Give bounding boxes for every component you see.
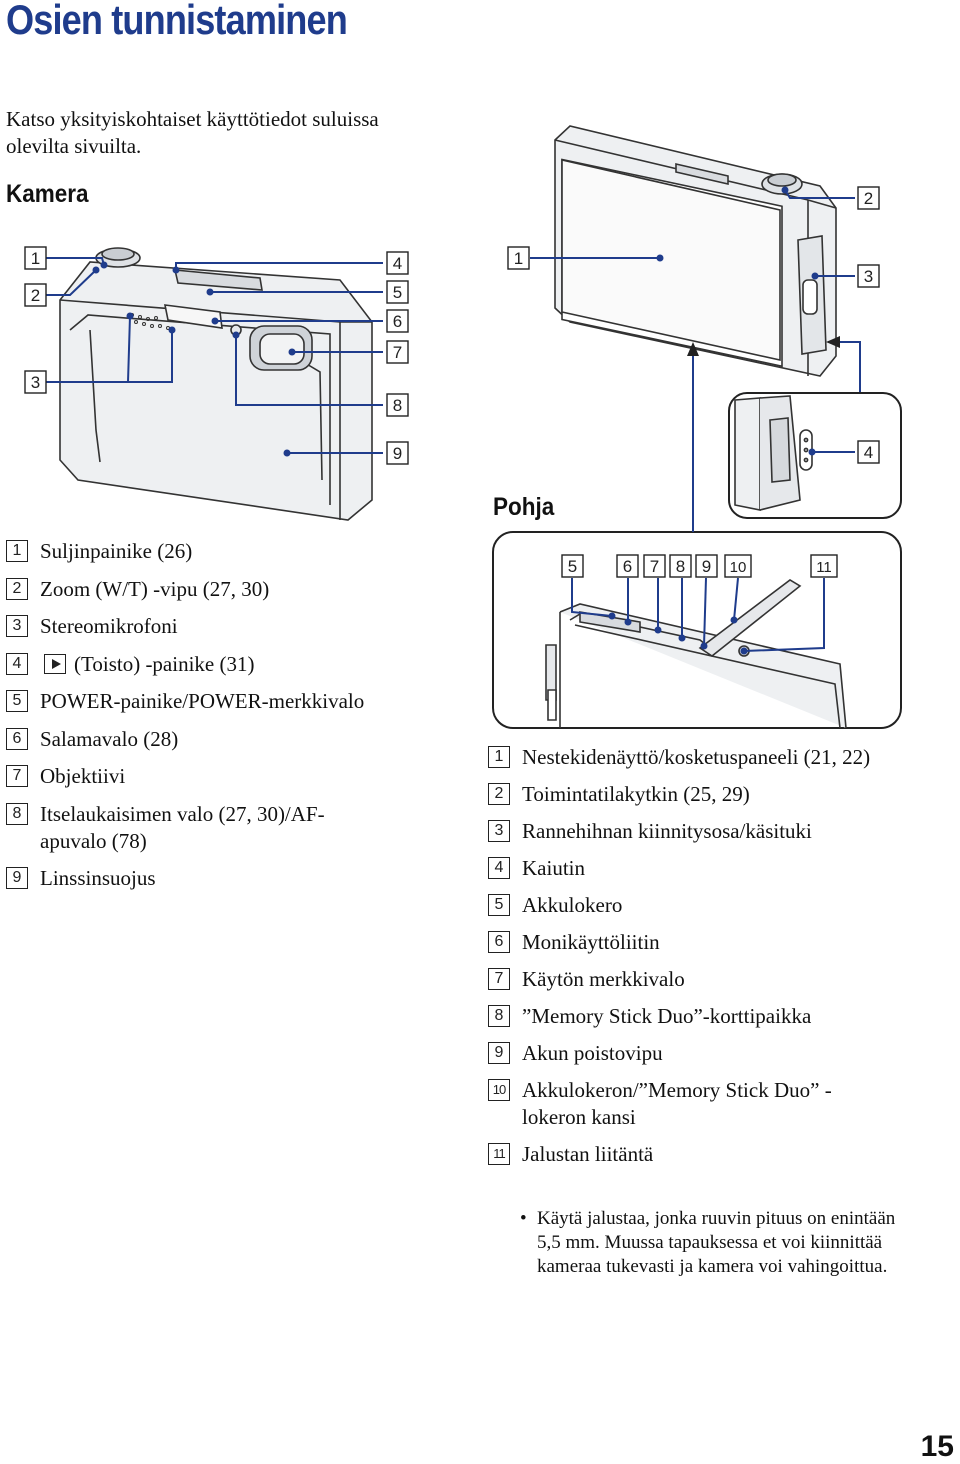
callout-2-front: 2 <box>31 286 40 305</box>
bullet-icon: • <box>520 1208 527 1229</box>
item-text: ”Memory Stick Duo”-korttipaikka <box>522 1004 812 1028</box>
speaker-detail-drawing <box>728 392 902 519</box>
item-number: 7 <box>488 968 510 990</box>
item-text: Nestekidenäyttö/kosketuspaneeli (21, 22) <box>522 745 871 769</box>
item-text: Zoom (W/T) -vipu (27, 30) <box>40 576 270 601</box>
front-parts-list: 1 Suljinpainike (26) 2 Zoom (W/T) -vipu (2… <box>6 538 406 903</box>
item-number: 8 <box>6 802 28 825</box>
list-item: 9 Akun poistovipu <box>488 1040 893 1067</box>
item-text: Jalustan liitäntä <box>522 1142 654 1166</box>
note-text: Käytä jalustaa, jonka ruuvin pituus on e… <box>537 1208 896 1277</box>
item-number: 2 <box>6 577 28 600</box>
item-text: Stereomikrofoni <box>40 614 178 638</box>
item-number: 11 <box>488 1143 510 1165</box>
item-text: (Toisto) -painike (31) <box>74 651 255 676</box>
item-text: Rannehihnan kiinnitysosa/käsituki <box>522 819 812 843</box>
item-number: 3 <box>6 615 28 637</box>
item-number: 1 <box>6 540 28 562</box>
item-text: Itselaukaisimen valo (27, 30)/AF-apuvalo… <box>40 801 325 853</box>
list-item: 7 Objektiivi <box>6 763 406 790</box>
item-number: 10 <box>488 1079 510 1101</box>
tripod-note: • Käytä jalustaa, jonka ruuvin pituus on… <box>520 1207 920 1279</box>
callout-6-back: 6 <box>623 557 632 576</box>
item-text: POWER-painike/POWER-merkkivalo <box>40 689 365 713</box>
item-number: 5 <box>488 894 510 916</box>
list-item: 2 Toimintatilakytkin (25, 29) <box>488 781 893 808</box>
item-text: Kaiutin <box>522 856 585 880</box>
callout-8-back: 8 <box>676 557 685 576</box>
item-text: Suljinpainike (26) <box>40 539 193 563</box>
list-item: 1 Nestekidenäyttö/kosketuspaneeli (21, 22… <box>488 744 893 771</box>
item-text: Akkulokeron/”Memory Stick Duo” -lokeron … <box>522 1078 832 1129</box>
item-text: Objektiivi <box>40 764 126 788</box>
callout-1-front: 1 <box>31 249 40 268</box>
callout-9-front: 9 <box>393 444 402 463</box>
back-camera-drawing <box>554 125 837 377</box>
list-item: 6 Monikäyttöliitin <box>488 929 893 956</box>
callout-11-back: 11 <box>816 559 832 576</box>
item-number: 9 <box>488 1042 510 1064</box>
callout-5-front: 5 <box>393 283 402 302</box>
list-item: 7 Käytön merkkivalo <box>488 966 893 993</box>
callout-8-front: 8 <box>393 396 402 415</box>
item-number: 5 <box>6 690 28 712</box>
list-item: 2 Zoom (W/T) -vipu (27, 30) <box>6 576 406 603</box>
callout-6-front: 6 <box>393 312 402 331</box>
callout-10-back: 10 <box>730 559 747 576</box>
item-number: 1 <box>488 746 510 768</box>
callout-5-back: 5 <box>568 557 577 576</box>
callout-2-back: 2 <box>864 189 873 208</box>
callout-9-back: 9 <box>702 557 711 576</box>
arrow-up-icon <box>687 342 699 356</box>
section-heading-bottom: Pohja <box>493 493 555 521</box>
list-item: 3 Rannehihnan kiinnitysosa/käsituki <box>488 818 893 845</box>
list-item: 10 Akkulokeron/”Memory Stick Duo” -lokero… <box>488 1077 867 1131</box>
item-text: Monikäyttöliitin <box>522 930 660 954</box>
item-text: Toimintatilakytkin (25, 29) <box>522 782 750 806</box>
list-item: 8 ”Memory Stick Duo”-korttipaikka <box>488 1003 893 1030</box>
list-item: 8 Itselaukaisimen valo (27, 30)/AF-apuval… <box>6 801 370 855</box>
item-number: 9 <box>6 867 28 889</box>
front-camera-drawing <box>59 247 373 521</box>
item-number: 3 <box>488 820 510 842</box>
item-number: 6 <box>488 931 510 953</box>
item-number: 4 <box>488 857 510 879</box>
list-item: 4 (Toisto) -painike (31) <box>6 651 406 678</box>
callout-3-back: 3 <box>864 267 873 286</box>
callout-4-front: 4 <box>393 254 402 273</box>
back-parts-list: 1 Nestekidenäyttö/kosketuspaneeli (21, 22… <box>488 744 893 1178</box>
callout-4-back: 4 <box>864 443 873 462</box>
play-icon <box>44 653 66 674</box>
item-number: 8 <box>488 1005 510 1027</box>
callout-1-back: 1 <box>514 249 523 268</box>
list-item: 6 Salamavalo (28) <box>6 726 406 753</box>
list-item: 3 Stereomikrofoni <box>6 613 406 640</box>
list-item: 4 Kaiutin <box>488 855 893 882</box>
page-number: 15 <box>920 1430 954 1463</box>
callout-3-front: 3 <box>31 373 40 392</box>
item-number: 7 <box>6 765 28 787</box>
item-text: Akun poistovipu <box>522 1041 663 1065</box>
list-item: 5 POWER-painike/POWER-merkkivalo <box>6 688 406 715</box>
arrow-left-icon <box>826 336 840 348</box>
intro-text: Katso yksityiskohtaiset käyttötiedot sul… <box>6 107 379 158</box>
item-text: Linssinsuojus <box>40 866 156 890</box>
item-number: 4 <box>6 652 28 675</box>
list-item: 5 Akkulokero <box>488 892 893 919</box>
callout-7-front: 7 <box>393 343 402 362</box>
list-item: 9 Linssinsuojus <box>6 865 406 892</box>
list-item: 11 Jalustan liitäntä <box>488 1141 893 1168</box>
item-text: Akkulokero <box>522 893 623 917</box>
item-text: Käytön merkkivalo <box>522 967 685 991</box>
callout-7-back: 7 <box>650 557 659 576</box>
list-item: 1 Suljinpainike (26) <box>6 538 406 565</box>
page-title: Osien tunnistaminen <box>6 0 348 43</box>
bottom-detail-drawing <box>492 531 902 729</box>
item-text: Salamavalo (28) <box>40 726 179 751</box>
item-number: 6 <box>6 727 28 750</box>
section-heading-camera: Kamera <box>6 180 89 208</box>
item-number: 2 <box>488 783 510 805</box>
